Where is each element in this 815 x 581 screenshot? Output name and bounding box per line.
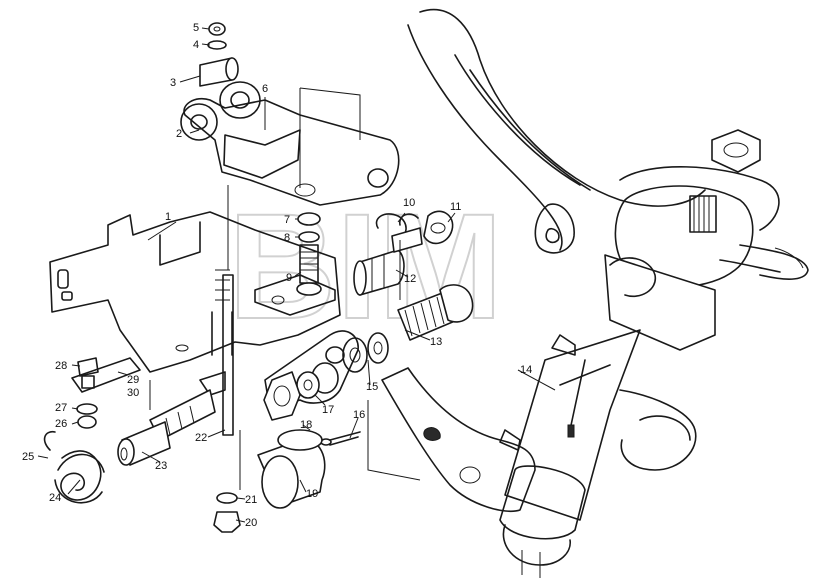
label-part-30: 30	[127, 387, 139, 399]
label-part-14: 14	[520, 364, 532, 376]
label-part-29: 29	[127, 374, 139, 386]
label-part-10: 10	[403, 197, 415, 209]
label-part-18: 18	[300, 419, 312, 431]
top-plate	[180, 81, 400, 206]
lever-arm	[381, 367, 536, 512]
label-part-16: 16	[353, 409, 365, 421]
part-labels: 1 2 3 4 5 6 7 8 9 10 11 12 13 14 15 16 1…	[22, 22, 532, 529]
bolt-20-21	[213, 492, 241, 533]
label-part-25: 25	[22, 451, 34, 463]
spring-24	[43, 430, 105, 504]
steering-column	[499, 254, 716, 578]
label-part-20: 20	[245, 517, 257, 529]
cotter-pin	[320, 431, 361, 446]
leader-lines	[37, 27, 556, 523]
arm-plate	[263, 330, 359, 421]
label-part-15: 15	[366, 381, 378, 393]
label-part-12: 12	[404, 273, 416, 285]
label-part-7: 7	[284, 214, 290, 226]
steering-wheel	[407, 8, 809, 280]
label-part-22: 22	[195, 432, 207, 444]
label-part-26: 26	[55, 418, 67, 430]
label-part-17: 17	[322, 404, 334, 416]
label-part-9: 9	[286, 272, 292, 284]
label-part-2: 2	[176, 128, 182, 140]
label-part-3: 3	[170, 77, 176, 89]
label-part-1: 1	[165, 211, 171, 223]
mounting-bracket	[49, 211, 341, 373]
label-part-13: 13	[430, 336, 442, 348]
label-part-4: 4	[193, 39, 199, 51]
label-part-21: 21	[245, 494, 257, 506]
bolt-26-28	[71, 357, 141, 429]
label-part-23: 23	[155, 460, 167, 472]
label-part-19: 19	[306, 488, 318, 500]
assembly-guide-lines	[149, 87, 421, 490]
label-part-27: 27	[55, 402, 67, 414]
sleeve-19	[257, 429, 326, 509]
label-part-24: 24	[49, 492, 61, 504]
label-part-6: 6	[262, 83, 268, 95]
label-part-8: 8	[284, 232, 290, 244]
label-part-5: 5	[193, 22, 199, 34]
label-part-28: 28	[55, 360, 67, 372]
label-part-11: 11	[450, 201, 461, 213]
pin-stack	[199, 22, 239, 87]
bolt-stack	[296, 212, 322, 296]
shaft-assembly	[117, 274, 234, 466]
bolt-13	[397, 284, 474, 341]
